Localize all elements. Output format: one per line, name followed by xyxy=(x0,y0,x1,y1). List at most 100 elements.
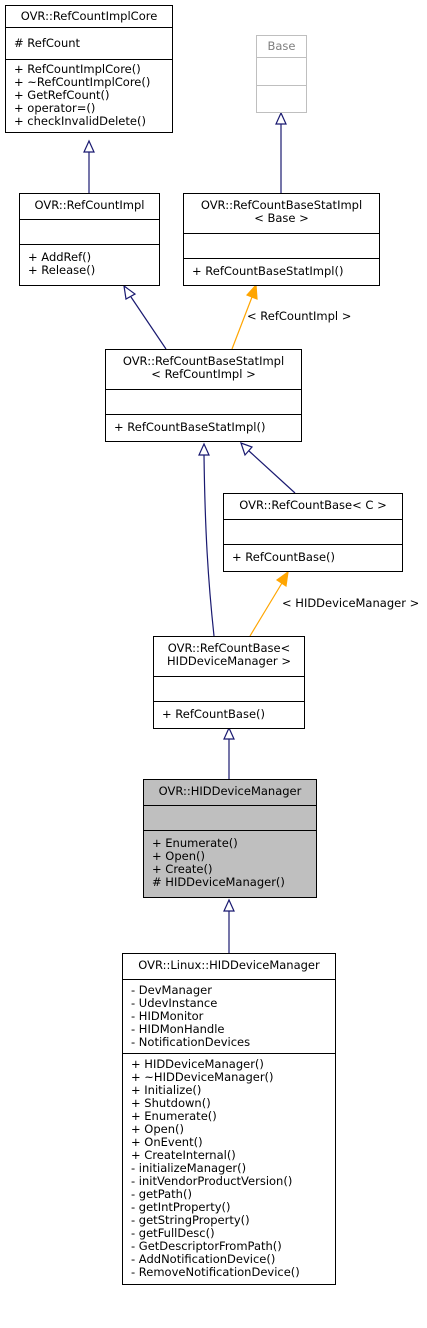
method: + Create() xyxy=(152,862,213,876)
arrow-head-hid xyxy=(223,898,235,912)
method: + operator=() xyxy=(14,101,96,115)
class-title: OVR::RefCountBase< HIDDeviceManager > xyxy=(154,637,304,677)
class-name: Base xyxy=(267,39,296,53)
attribute: - HIDMonitor xyxy=(131,1009,204,1023)
method: + Shutdown() xyxy=(131,1096,211,1110)
arrow-head-impl xyxy=(123,284,137,300)
class-refcountimpl[interactable]: OVR::RefCountImpl + AddRef() + Release() xyxy=(19,193,160,286)
class-methods: + RefCountBase() xyxy=(224,545,402,571)
attribute: # RefCount xyxy=(14,36,81,50)
class-methods: + RefCountBaseStatImpl() xyxy=(106,415,301,441)
class-name: OVR::RefCountBase< xyxy=(167,641,291,655)
method: + Release() xyxy=(28,263,96,277)
method: - getIntProperty() xyxy=(131,1200,231,1214)
class-hiddevicemanager[interactable]: OVR::HIDDeviceManager + Enumerate() + Op… xyxy=(143,779,317,898)
method: + Enumerate() xyxy=(152,836,238,850)
edge-statimpl-to-impl xyxy=(130,296,167,350)
method: - GetDescriptorFromPath() xyxy=(131,1239,282,1253)
class-title: OVR::RefCountImpl xyxy=(20,194,159,220)
class-attributes xyxy=(257,58,306,86)
method: + checkInvalidDelete() xyxy=(14,114,146,128)
class-title: OVR::RefCountBase< C > xyxy=(224,494,402,520)
edge-refhid-to-refc xyxy=(249,582,283,637)
edge-label-hiddevicemanager: < HIDDeviceManager > xyxy=(282,596,420,610)
method: - RemoveNotificationDevice() xyxy=(131,1265,300,1279)
class-methods: + RefCountBaseStatImpl() xyxy=(184,259,379,285)
class-attributes xyxy=(144,806,316,831)
class-title: OVR::RefCountBaseStatImpl < RefCountImpl… xyxy=(106,350,301,390)
class-attributes xyxy=(224,520,402,545)
class-title: Base xyxy=(257,36,306,58)
class-name: OVR::RefCountBase< C > xyxy=(239,498,387,512)
arrow-head-statbase xyxy=(245,283,258,300)
method: - getPath() xyxy=(131,1187,192,1201)
method: + OnEvent() xyxy=(131,1135,203,1149)
class-methods: + RefCountImplCore() + ~RefCountImplCore… xyxy=(6,60,172,132)
class-refcountimplcore[interactable]: OVR::RefCountImplCore # RefCount + RefCo… xyxy=(5,5,173,133)
arrow-head-base xyxy=(275,111,287,125)
class-template-arg: HIDDeviceManager > xyxy=(167,654,291,668)
class-title: OVR::RefCountImplCore xyxy=(6,6,172,28)
method: + RefCountBase() xyxy=(162,707,266,721)
class-attributes: - DevManager - UdevInstance - HIDMonitor… xyxy=(123,980,335,1054)
edge-refc-to-statimpl xyxy=(248,450,296,494)
class-title: OVR::Linux::HIDDeviceManager xyxy=(123,954,335,980)
class-linux-hiddevicemanager[interactable]: OVR::Linux::HIDDeviceManager - DevManage… xyxy=(122,953,336,1285)
class-refcountbasestatimpl-base[interactable]: OVR::RefCountBaseStatImpl < Base > + Ref… xyxy=(183,193,380,286)
method: - getStringProperty() xyxy=(131,1213,250,1227)
method: + HIDDeviceManager() xyxy=(131,1057,264,1071)
edge-label-refcountimpl: < RefCountImpl > xyxy=(247,309,352,323)
attribute: - UdevInstance xyxy=(131,996,218,1010)
method: + CreateInternal() xyxy=(131,1148,236,1162)
arrow-head-statimpl-left xyxy=(198,442,210,456)
class-name: OVR::RefCountBaseStatImpl xyxy=(200,198,363,212)
attribute: - DevManager xyxy=(131,983,212,997)
method: + Enumerate() xyxy=(131,1109,217,1123)
method: + GetRefCount() xyxy=(14,88,110,102)
class-refcountbasestatimpl-refcountimpl[interactable]: OVR::RefCountBaseStatImpl < RefCountImpl… xyxy=(105,349,302,442)
method: + Open() xyxy=(152,849,205,863)
class-name: OVR::RefCountImplCore xyxy=(20,9,158,23)
method: - AddNotificationDevice() xyxy=(131,1252,276,1266)
method: + RefCountBaseStatImpl() xyxy=(114,420,266,434)
class-attributes xyxy=(154,677,304,702)
method: - initVendorProductVersion() xyxy=(131,1174,293,1188)
arrow-head-refc xyxy=(275,570,289,588)
class-attributes: # RefCount xyxy=(6,28,172,60)
attribute: - HIDMonHandle xyxy=(131,1022,225,1036)
arrow-head-core xyxy=(83,139,95,153)
class-refcountbase-hiddevicemanager[interactable]: OVR::RefCountBase< HIDDeviceManager > + … xyxy=(153,636,305,729)
method: + AddRef() xyxy=(28,250,92,264)
class-title: OVR::HIDDeviceManager xyxy=(144,780,316,806)
class-template-arg: < Base > xyxy=(254,211,309,225)
method: + RefCountBaseStatImpl() xyxy=(192,264,344,278)
method: + ~RefCountImplCore() xyxy=(14,75,151,89)
method: + RefCountImplCore() xyxy=(14,62,141,76)
edge-statimpl-to-statbase xyxy=(231,296,253,350)
method: + RefCountBase() xyxy=(232,550,336,564)
class-base[interactable]: Base xyxy=(256,35,307,113)
class-title: OVR::RefCountBaseStatImpl < Base > xyxy=(184,194,379,234)
class-methods: + HIDDeviceManager() + ~HIDDeviceManager… xyxy=(123,1054,335,1284)
attribute: - NotificationDevices xyxy=(131,1035,251,1049)
method: - getFullDesc() xyxy=(131,1226,215,1240)
class-methods: + AddRef() + Release() xyxy=(20,245,159,285)
method: + Open() xyxy=(131,1122,184,1136)
class-refcountbase-c[interactable]: OVR::RefCountBase< C > + RefCountBase() xyxy=(223,493,403,572)
method: - initializeManager() xyxy=(131,1161,247,1175)
arrow-head-statimpl-right xyxy=(240,442,254,457)
method: + Initialize() xyxy=(131,1083,202,1097)
class-template-arg: < RefCountImpl > xyxy=(151,367,256,381)
class-methods xyxy=(257,86,306,112)
class-methods: + Enumerate() + Open() + Create() # HIDD… xyxy=(144,831,316,897)
class-attributes xyxy=(184,234,379,259)
class-attributes xyxy=(20,220,159,245)
method: + ~HIDDeviceManager() xyxy=(131,1070,274,1084)
edge-refhid-to-statimpl xyxy=(203,454,215,637)
arrow-head-refhid xyxy=(223,726,235,740)
class-name: OVR::Linux::HIDDeviceManager xyxy=(138,958,320,972)
class-name: OVR::RefCountBaseStatImpl xyxy=(122,354,285,368)
class-name: OVR::RefCountImpl xyxy=(34,198,145,212)
class-name: OVR::HIDDeviceManager xyxy=(158,784,302,798)
